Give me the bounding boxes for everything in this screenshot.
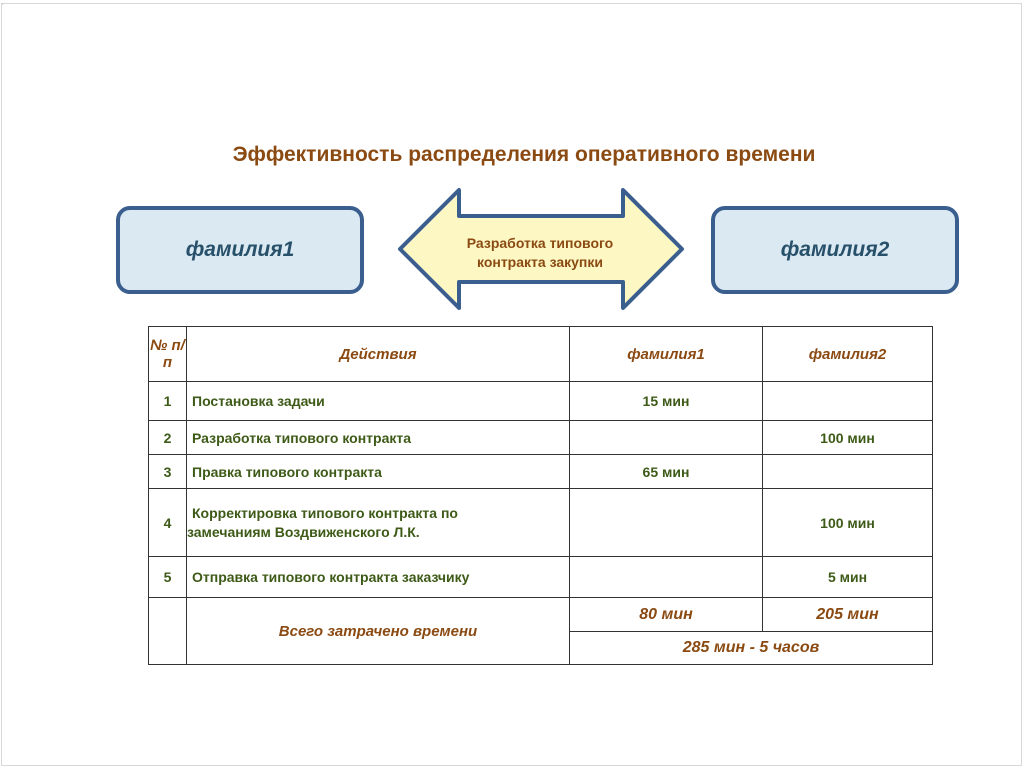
table-row: 4 Корректировка типового контракта по за… xyxy=(148,488,933,557)
row-action: Разработка типового контракта xyxy=(186,420,570,455)
left-name-box: фамилия1 xyxy=(116,206,364,294)
total-col2: 205 мин xyxy=(762,597,933,632)
double-arrow-shape xyxy=(398,188,684,310)
row-col1: 65 мин xyxy=(569,454,763,489)
table-row: 2 Разработка типового контракта 100 мин xyxy=(148,420,933,455)
row-action: Постановка задачи xyxy=(186,381,570,421)
row-col1 xyxy=(569,420,763,455)
row-action: Правка типового контракта xyxy=(186,454,570,489)
row-col1 xyxy=(569,488,763,557)
total-label: Всего затрачено времени xyxy=(186,597,570,665)
time-table: № п/п Действия фамилия1 фамилия2 1 Поста… xyxy=(148,326,933,665)
total-col1: 80 мин xyxy=(569,597,763,632)
table-row: 5 Отправка типового контракта заказчику … xyxy=(148,556,933,598)
row-num: 1 xyxy=(148,381,187,421)
row-col2: 100 мин xyxy=(762,420,933,455)
header-col1: фамилия1 xyxy=(569,326,763,382)
left-name-label: фамилия1 xyxy=(185,238,295,261)
row-col2: 5 мин xyxy=(762,556,933,598)
arrow-caption-line1: Разработка типового xyxy=(466,235,614,251)
row-action-line1: Корректировка типового контракта по xyxy=(192,504,458,521)
double-arrow-polygon xyxy=(398,188,684,310)
row-num: 2 xyxy=(148,420,187,455)
row-col1 xyxy=(569,556,763,598)
arrow-caption-line2: контракта закупки xyxy=(477,254,603,270)
table-row: 1 Постановка задачи 15 мин xyxy=(148,381,933,421)
slide-title: Эффективность распределения оперативного… xyxy=(232,143,816,166)
arrow-caption: Разработка типового контракта закупки xyxy=(440,234,640,272)
row-col1: 15 мин xyxy=(569,381,763,421)
header-num: № п/п xyxy=(148,326,187,382)
row-action-line2: замечаниям Воздвиженского Л.К. xyxy=(187,523,420,540)
grand-total: 285 мин - 5 часов xyxy=(569,631,933,665)
row-num: 3 xyxy=(148,454,187,489)
table-header-row: № п/п Действия фамилия1 фамилия2 xyxy=(148,326,933,382)
total-row: Всего затрачено времени 80 мин 205 мин xyxy=(148,597,933,665)
right-name-box: фамилия2 xyxy=(711,206,959,294)
row-action: Корректировка типового контракта по заме… xyxy=(186,488,570,557)
total-empty-cell xyxy=(148,597,187,665)
header-col2: фамилия2 xyxy=(762,326,933,382)
table-row: 3 Правка типового контракта 65 мин xyxy=(148,454,933,489)
header-action: Действия xyxy=(186,326,570,382)
row-col2 xyxy=(762,381,933,421)
row-action: Отправка типового контракта заказчику xyxy=(186,556,570,598)
slide-frame xyxy=(1,3,1022,766)
row-num: 4 xyxy=(148,488,187,557)
row-num: 5 xyxy=(148,556,187,598)
right-name-label: фамилия2 xyxy=(780,238,890,261)
row-col2 xyxy=(762,454,933,489)
row-col2: 100 мин xyxy=(762,488,933,557)
corner-mark: ▪ xyxy=(2,2,4,6)
grand-total-row: 285 мин - 5 часов xyxy=(149,631,933,665)
